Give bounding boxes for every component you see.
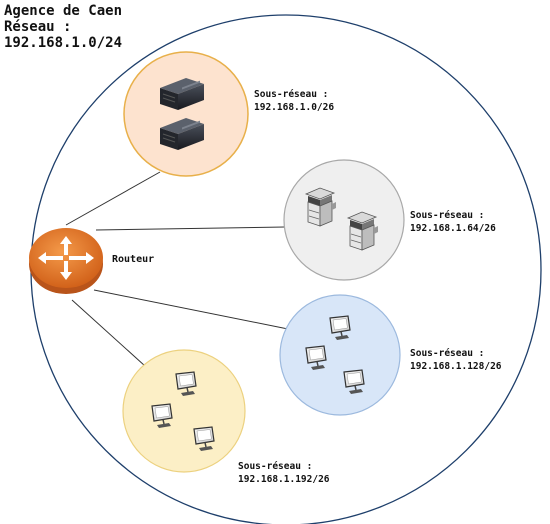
printer-icon xyxy=(305,187,337,227)
subnet-pcs-blue xyxy=(279,294,401,416)
subnet-printers-bubble xyxy=(283,159,405,281)
title-network-address: 192.168.1.0/24 xyxy=(4,35,122,51)
subnet-pcs-yellow-label: Sous-réseau : 192.168.1.192/26 xyxy=(238,454,330,485)
router-label: Routeur xyxy=(112,254,154,265)
subnet-servers-label: Sous-réseau : 192.168.1.0/26 xyxy=(254,82,338,113)
router-icon xyxy=(29,228,103,294)
title-network-label: Réseau : xyxy=(4,19,71,35)
link-servers xyxy=(65,171,161,226)
link-printers xyxy=(95,226,286,231)
page-title: Agence de Caen Réseau : 192.168.1.0/24 xyxy=(4,0,132,51)
subnet-servers-bubble xyxy=(123,51,249,177)
link-pcs-yellow xyxy=(71,299,146,367)
link-pcs-blue xyxy=(93,289,289,330)
subnet-pcs-yellow xyxy=(122,349,246,473)
subnet-pcs-blue-bubble xyxy=(279,294,401,416)
subnet-pcs-blue-label: Sous-réseau : 192.168.1.128/26 xyxy=(410,341,502,372)
title-agency: Agence de Caen xyxy=(4,3,122,19)
subnet-printers xyxy=(283,159,405,281)
subnet-printers-label: Sous-réseau : 192.168.1.64/26 xyxy=(410,203,496,234)
subnet-pcs-yellow-bubble xyxy=(122,349,246,473)
connection-lines xyxy=(65,171,289,367)
printer-icon xyxy=(347,211,379,251)
subnet-servers xyxy=(123,51,249,177)
